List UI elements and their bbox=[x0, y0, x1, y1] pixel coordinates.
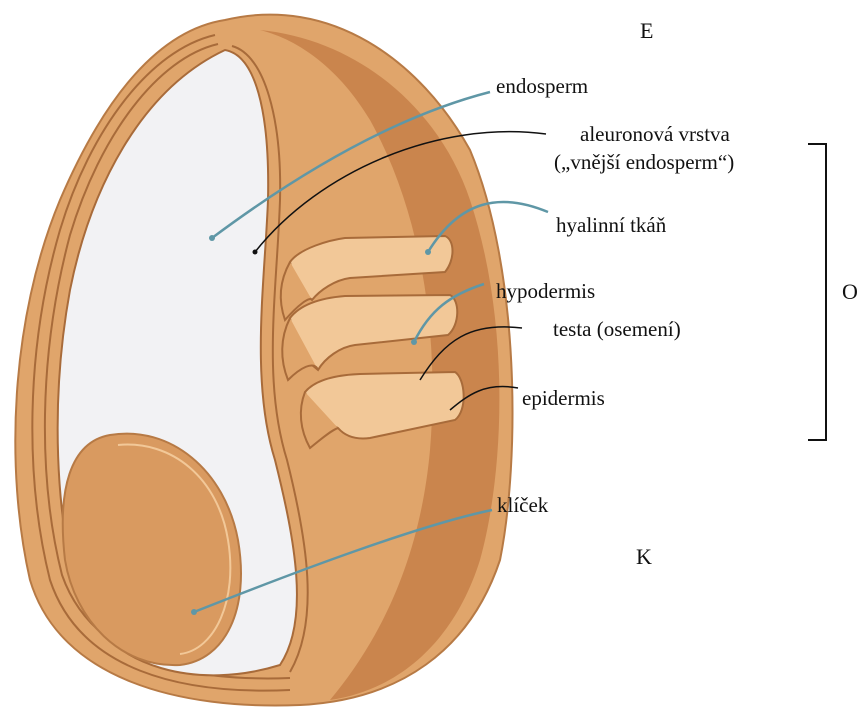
germ-dot bbox=[191, 609, 197, 615]
region-letter-o: O bbox=[842, 281, 858, 303]
label-hyaline-tissue: hyalinní tkáň bbox=[556, 215, 666, 236]
label-aleurone-line2: („vnější endosperm“) bbox=[554, 152, 734, 173]
label-germ: klíček bbox=[497, 495, 548, 516]
label-aleurone-line1: aleuronová vrstva bbox=[580, 124, 730, 145]
label-endosperm: endosperm bbox=[496, 76, 588, 97]
hypodermis-dot bbox=[411, 339, 417, 345]
layers-bracket bbox=[808, 144, 826, 440]
hyaline-dot bbox=[425, 249, 431, 255]
region-letter-k: K bbox=[636, 546, 652, 568]
endosperm-dot bbox=[209, 235, 215, 241]
label-epidermis: epidermis bbox=[522, 388, 605, 409]
region-letter-e: E bbox=[640, 20, 653, 42]
aleurone-dot bbox=[253, 250, 258, 255]
label-testa: testa (osemení) bbox=[553, 319, 681, 340]
label-hypodermis: hypodermis bbox=[496, 281, 595, 302]
